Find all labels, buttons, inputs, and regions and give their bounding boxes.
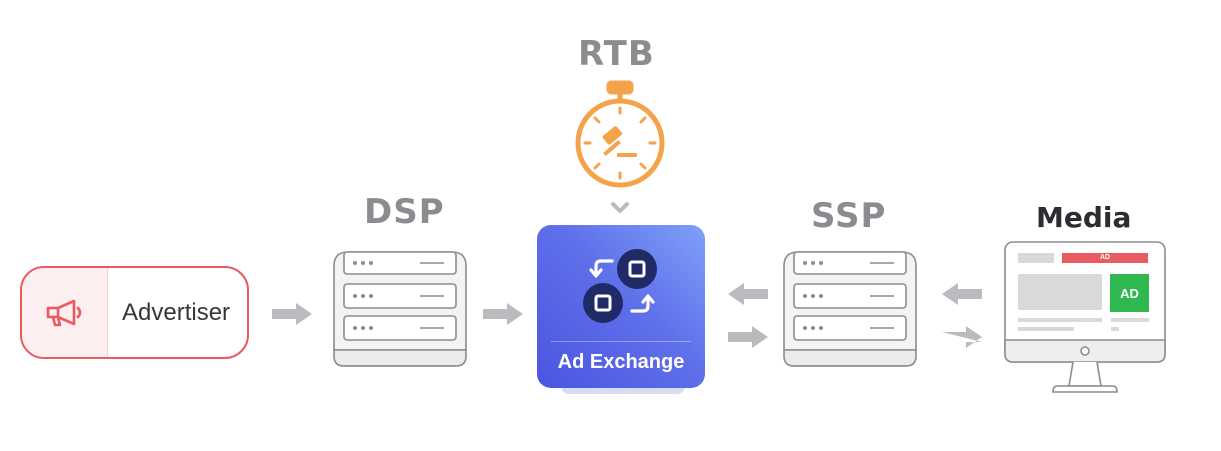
stopwatch-gavel-icon [575, 80, 665, 213]
arrow-dsp-to-exchange [483, 303, 523, 325]
ad-exchange-divider [551, 341, 691, 342]
exchange-icon [583, 249, 657, 323]
arrow-media-to-ssp [942, 283, 982, 305]
ad-exchange-label: Ad Exchange [557, 351, 685, 373]
dsp-server-icon [333, 251, 467, 367]
ad-banner-label: AD [1099, 254, 1111, 261]
ssp-server-icon [783, 251, 917, 367]
media-label: Media [1036, 201, 1132, 234]
advertiser-card: Advertiser [20, 266, 249, 359]
dsp-label: DSP [364, 192, 445, 232]
arrow-ssp-to-exchange [728, 283, 768, 305]
arrow-exchange-to-ssp [728, 326, 768, 348]
megaphone-icon [46, 299, 81, 326]
ad-box-label: AD [1120, 285, 1139, 301]
ad-exchange-card: Ad Exchange [537, 225, 705, 388]
ad-banner: AD [1062, 253, 1148, 263]
rtb-label: RTB [578, 34, 655, 74]
arrow-advertiser-to-dsp [272, 303, 312, 325]
ssp-label: SSP [811, 196, 887, 236]
ad-box: AD [1110, 274, 1149, 312]
advertiser-label: Advertiser [122, 298, 231, 326]
arrow-ssp-to-media [942, 326, 982, 348]
monitor-icon [1004, 241, 1166, 393]
advertiser-icon-cell [22, 268, 108, 357]
